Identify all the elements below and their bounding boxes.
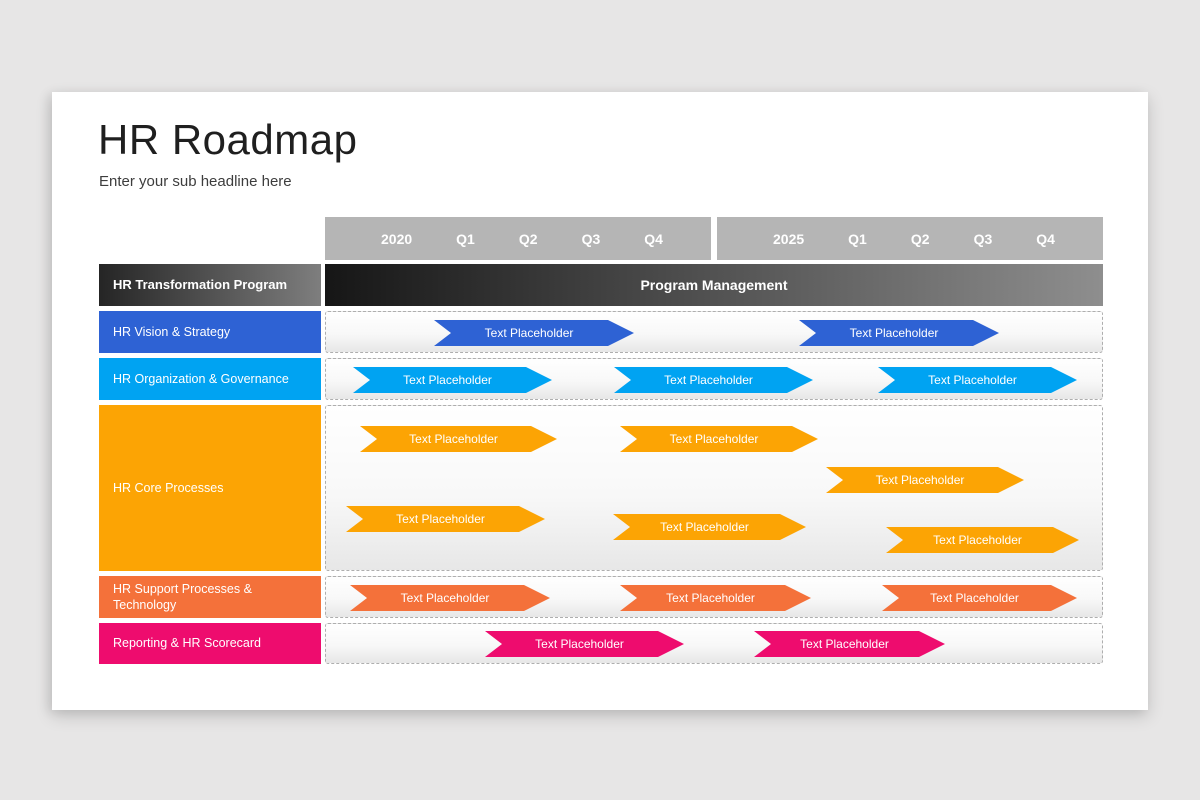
row-label-hr-core-processes: HR Core Processes [99,405,321,571]
roadmap-arrow: Text Placeholder [886,527,1079,553]
page-title: HR Roadmap [98,116,358,163]
row-hr-core-processes: HR Core Processes Text Placeholder Text … [99,405,1103,571]
roadmap-arrow: Text Placeholder [350,585,550,611]
lane-hr-organization-governance: Text Placeholder Text Placeholder Text P… [325,358,1103,400]
timeline-period-2020: 2020 Q1 Q2 Q3 Q4 [325,217,711,260]
roadmap-arrow: Text Placeholder [434,320,634,346]
roadmap-arrow: Text Placeholder [353,367,552,393]
row-label-hr-transformation-program: HR Transformation Program [99,264,321,306]
row-label-reporting-hr-scorecard: Reporting & HR Scorecard [99,623,321,664]
row-label-hr-support-processes: HR Support Processes & Technology [99,576,321,618]
roadmap-arrow: Text Placeholder [882,585,1077,611]
timeline-year-label: 2020 [381,230,413,247]
slide: HR Roadmap Enter your sub headline here … [52,92,1148,710]
timeline-quarter-label: Q2 [518,230,538,247]
timeline-header: 2020 Q1 Q2 Q3 Q4 2025 Q1 Q2 Q3 Q4 [325,217,1103,260]
timeline-quarter-label: Q1 [456,230,475,247]
lane-hr-support-processes: Text Placeholder Text Placeholder Text P… [325,576,1103,618]
timeline-quarter-label: Q4 [644,230,663,247]
row-reporting-hr-scorecard: Reporting & HR Scorecard Text Placeholde… [99,623,1103,664]
row-hr-organization-governance: HR Organization & Governance Text Placeh… [99,358,1103,400]
row-hr-vision-strategy: HR Vision & Strategy Text Placeholder Te… [99,311,1103,353]
roadmap-arrow: Text Placeholder [620,426,818,452]
roadmap-arrow: Text Placeholder [754,631,945,657]
roadmap-arrow: Text Placeholder [485,631,684,657]
roadmap-arrow: Text Placeholder [346,506,545,532]
roadmap-arrow: Text Placeholder [799,320,999,346]
timeline-quarter-label: Q3 [973,230,993,247]
roadmap-arrow: Text Placeholder [826,467,1024,493]
timeline-quarter-label: Q4 [1036,230,1055,247]
roadmap-arrow: Text Placeholder [614,367,813,393]
row-hr-support-processes: HR Support Processes & Technology Text P… [99,576,1103,618]
lane-reporting-hr-scorecard: Text Placeholder Text Placeholder [325,623,1103,664]
row-label-hr-vision-strategy: HR Vision & Strategy [99,311,321,353]
timeline-quarter-label: Q2 [910,230,930,247]
lane-hr-vision-strategy: Text Placeholder Text Placeholder [325,311,1103,353]
page-subtitle: Enter your sub headline here [99,173,292,190]
timeline-quarter-label: Q1 [848,230,867,247]
roadmap-arrow: Text Placeholder [878,367,1077,393]
program-management-bar: Program Management [325,264,1103,306]
lane-hr-core-processes: Text Placeholder Text Placeholder Text P… [325,405,1103,571]
timeline-year-label: 2025 [773,230,805,247]
timeline-period-2025: 2025 Q1 Q2 Q3 Q4 [717,217,1103,260]
roadmap-arrow: Text Placeholder [620,585,811,611]
roadmap-arrow: Text Placeholder [360,426,557,452]
row-hr-transformation-program: HR Transformation Program Program Manage… [99,264,1103,306]
roadmap-arrow: Text Placeholder [613,514,806,540]
timeline-quarter-label: Q3 [581,230,601,247]
row-label-hr-organization-governance: HR Organization & Governance [99,358,321,400]
